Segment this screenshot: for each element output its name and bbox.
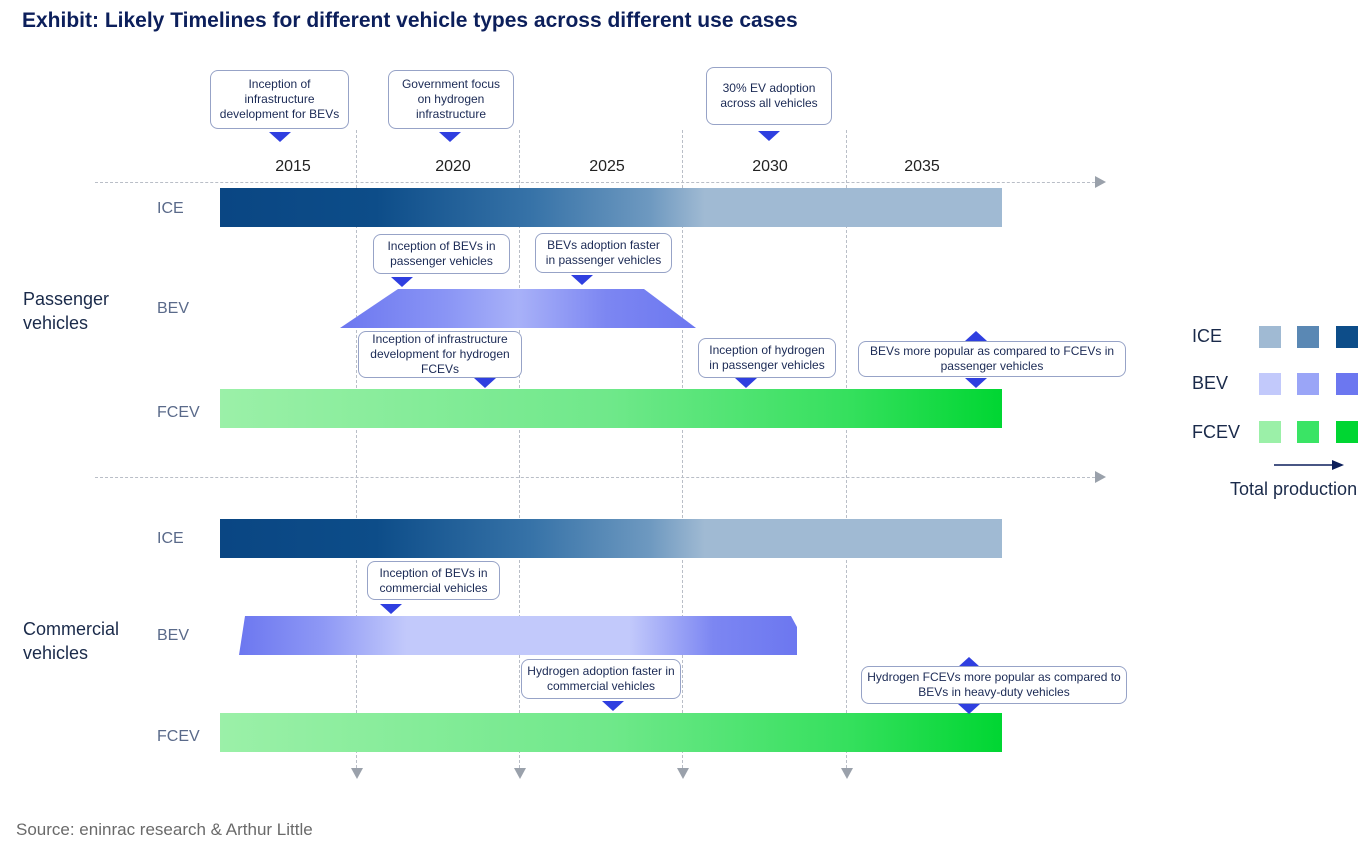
source-note: Source: eninrac research & Arthur Little	[16, 820, 313, 839]
group-label-commercial: Commercial vehicles	[23, 619, 120, 663]
callout-pv-h2-infra: Inception of infrastructure development …	[358, 331, 522, 378]
marker-down-icon	[474, 378, 496, 388]
callout-cv-h2-faster: Hydrogen adoption faster in commercial v…	[521, 659, 681, 699]
arrow-right-icon	[1095, 176, 1106, 188]
legend-label-ice: ICE	[1192, 326, 1223, 346]
top-axis-line	[95, 182, 1095, 183]
middle-axis-line	[95, 477, 1095, 478]
year-label-2015: 2015	[275, 158, 311, 175]
row-label-pv-ice: ICE	[157, 200, 184, 217]
marker-down-icon	[958, 704, 980, 714]
marker-down-icon	[391, 277, 413, 287]
callout-cv-bev-inception: Inception of BEVs in commercial vehicles	[367, 561, 500, 600]
year-label-2020: 2020	[435, 158, 471, 175]
legend-swatch-ice-1	[1259, 326, 1281, 348]
cv-ice-bar	[220, 519, 1002, 558]
year-label-2030: 2030	[752, 158, 788, 175]
arrow-down-icon	[514, 768, 526, 779]
legend-swatch-ice-2	[1297, 326, 1319, 348]
arrow-right-icon	[1095, 471, 1106, 483]
gridline-2020	[356, 130, 357, 768]
group-label-passenger: Passenger vehicles	[23, 289, 110, 333]
callout-pv-bev-faster: BEVs adoption faster in passenger vehicl…	[535, 233, 672, 273]
gridline-2030	[682, 130, 683, 768]
marker-down-icon	[758, 131, 780, 141]
callout-cv-fcev-popular: Hydrogen FCEVs more popular as compared …	[861, 666, 1127, 704]
marker-down-icon	[602, 701, 624, 711]
legend-swatch-fcev-1	[1259, 421, 1281, 443]
pv-fcev-bar	[220, 389, 1002, 428]
marker-down-icon	[965, 378, 987, 388]
marker-down-icon	[380, 604, 402, 614]
callout-pv-h2-inception: Inception of hydrogen in passenger vehic…	[698, 338, 836, 378]
cv-fcev-bar	[220, 713, 1002, 752]
callout-gov-h2: Government focus on hydrogen infrastruct…	[388, 70, 514, 129]
legend-arrow-icon	[1274, 460, 1344, 470]
year-label-2035: 2035	[904, 158, 940, 175]
marker-down-icon	[439, 132, 461, 142]
marker-down-icon	[269, 132, 291, 142]
legend-label-fcev: FCEV	[1192, 422, 1241, 442]
row-label-pv-bev: BEV	[157, 300, 190, 317]
marker-down-icon	[571, 275, 593, 285]
marker-up-icon	[958, 657, 980, 667]
legend-swatch-bev-2	[1297, 373, 1319, 395]
gridline-2035	[846, 130, 847, 768]
row-label-cv-ice: ICE	[157, 530, 184, 547]
callout-pv-bev-inception: Inception of BEVs in passenger vehicles	[373, 234, 510, 274]
legend-label-bev: BEV	[1192, 373, 1229, 393]
row-label-cv-fcev: FCEV	[157, 728, 200, 745]
cv-bev-bar	[239, 616, 797, 655]
arrow-down-icon	[677, 768, 689, 779]
callout-30pct: 30% EV adoption across all vehicles	[706, 67, 832, 125]
legend-axis-label: Total production	[1230, 479, 1358, 499]
legend-swatch-bev-1	[1259, 373, 1281, 395]
pv-bev-bar	[340, 289, 696, 328]
legend-swatch-fcev-3	[1336, 421, 1358, 443]
callout-bev-infra: Inception of infrastructure development …	[210, 70, 349, 129]
callout-pv-bev-popular: BEVs more popular as compared to FCEVs i…	[858, 341, 1126, 377]
legend-swatch-ice-3	[1336, 326, 1358, 348]
year-label-2025: 2025	[589, 158, 625, 175]
gridline-2025	[519, 130, 520, 768]
legend-swatch-fcev-2	[1297, 421, 1319, 443]
arrow-down-icon	[841, 768, 853, 779]
arrow-down-icon	[351, 768, 363, 779]
row-label-cv-bev: BEV	[157, 627, 190, 644]
legend-swatch-bev-3	[1336, 373, 1358, 395]
marker-down-icon	[735, 378, 757, 388]
pv-ice-bar	[220, 188, 1002, 227]
marker-up-icon	[965, 331, 987, 341]
page-title: Exhibit: Likely Timelines for different …	[22, 9, 798, 32]
row-label-pv-fcev: FCEV	[157, 404, 200, 421]
